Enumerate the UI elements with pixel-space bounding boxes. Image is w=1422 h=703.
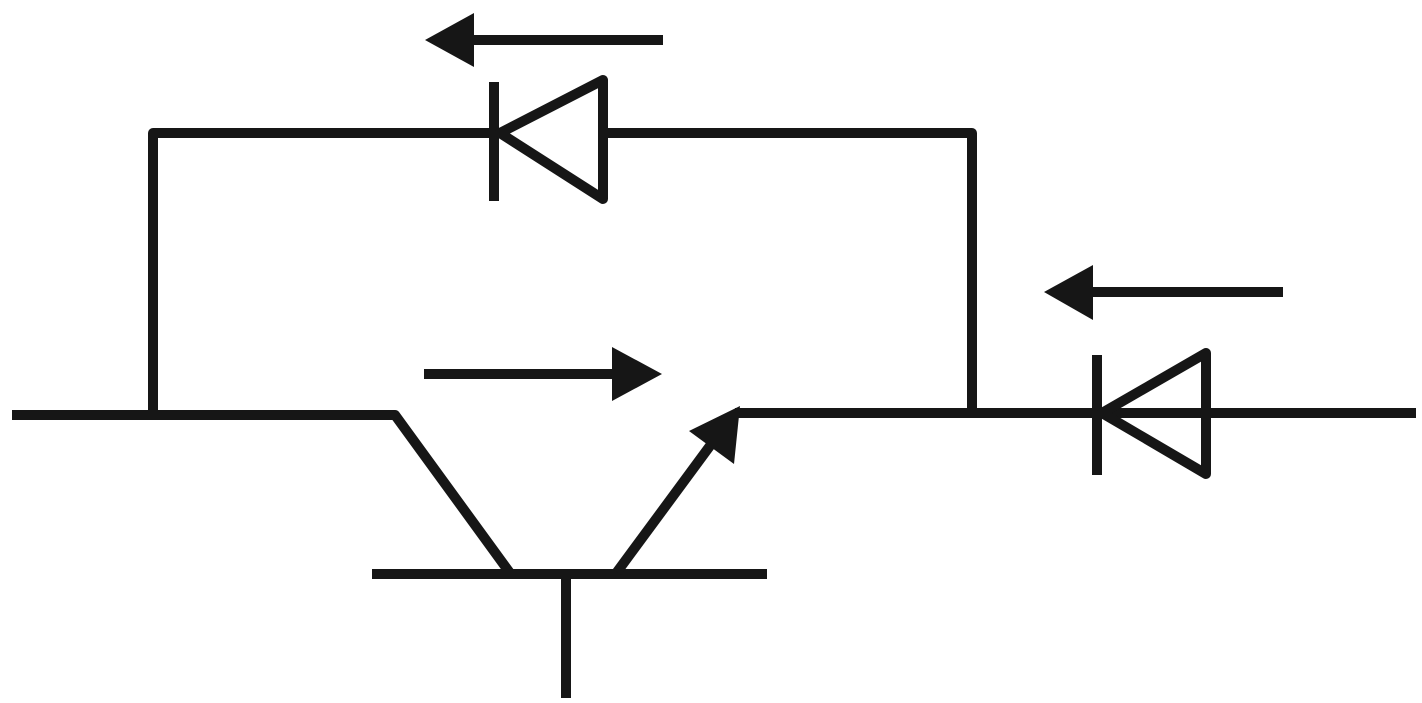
series-diode	[1092, 348, 1211, 479]
arrow-left-top	[425, 13, 663, 67]
diode-triangle	[495, 75, 608, 204]
transistor	[372, 406, 767, 698]
antiparallel-diode-loop	[148, 75, 977, 415]
arrow-left-right	[1044, 265, 1283, 320]
main-wire-left	[12, 410, 515, 576]
emitter-arrowhead	[689, 406, 740, 464]
arrow-right-middle	[424, 347, 662, 401]
transistor-emitter	[612, 432, 723, 575]
series-diode-triangle	[1097, 348, 1211, 479]
